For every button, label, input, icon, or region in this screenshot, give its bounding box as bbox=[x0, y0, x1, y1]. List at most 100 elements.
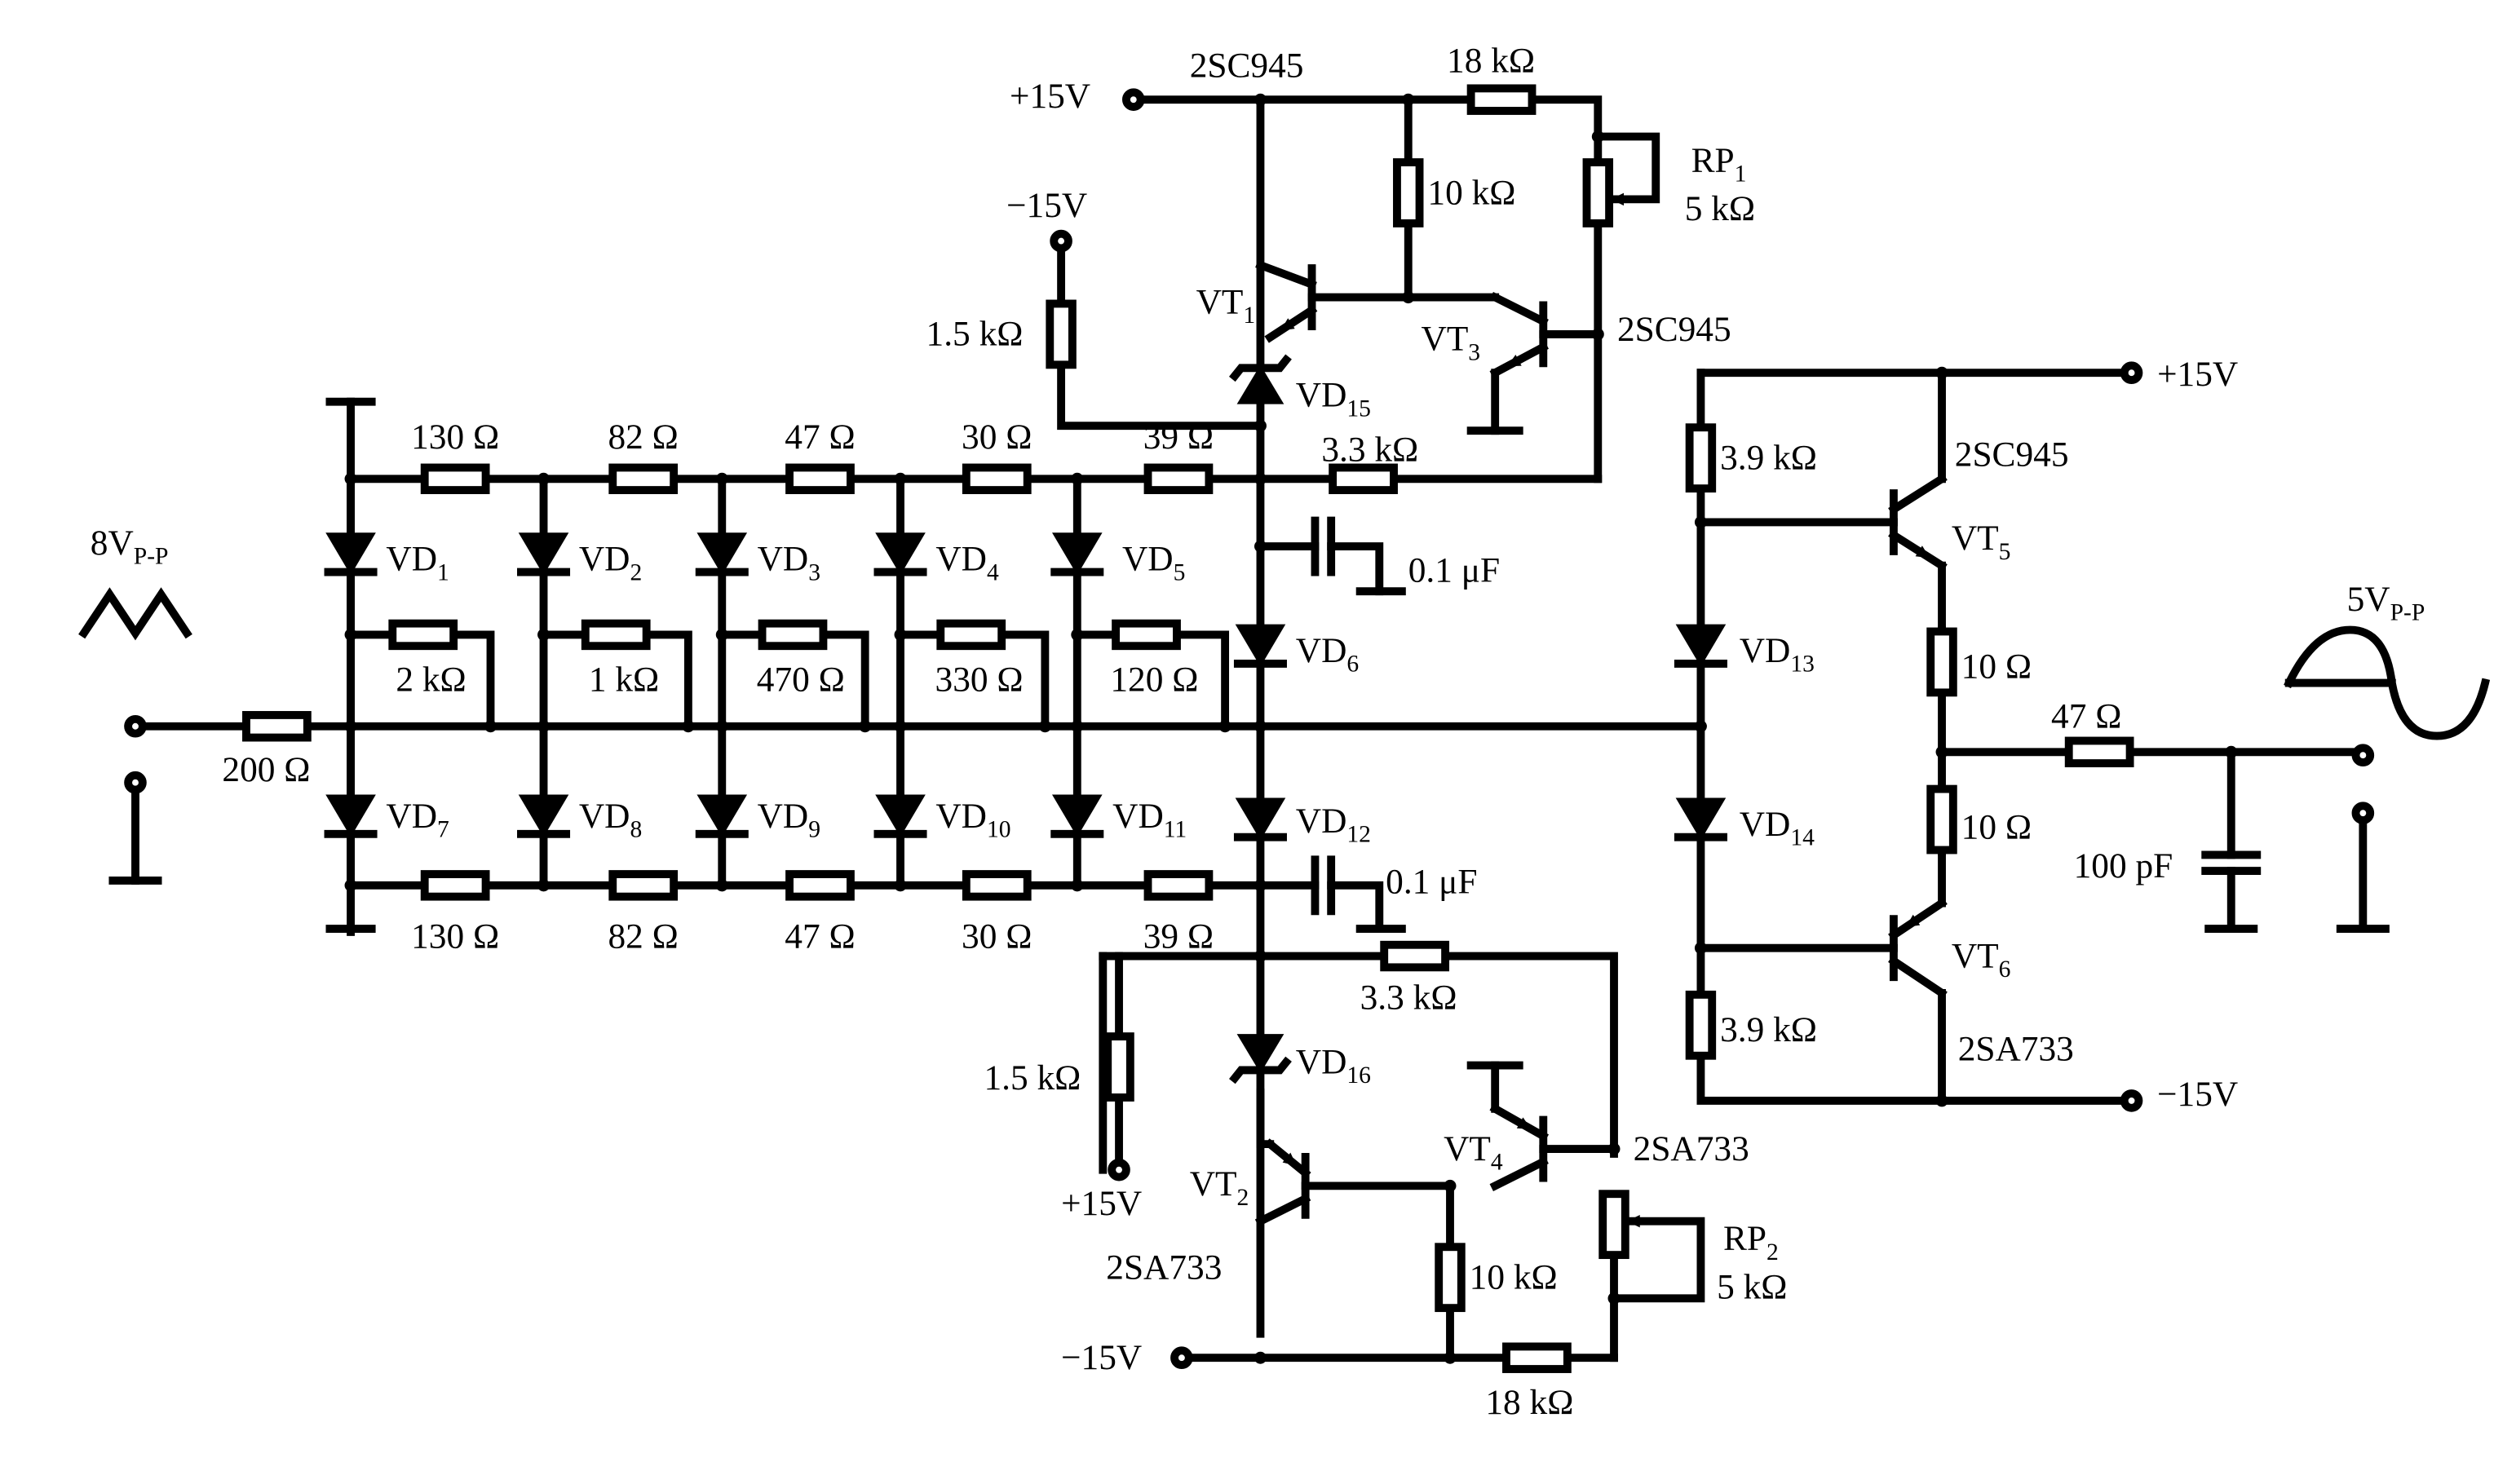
label-vt6: VT6 bbox=[1952, 936, 2011, 983]
label-input-amplitude-main: 8V bbox=[91, 523, 134, 563]
junction-dot bbox=[1071, 472, 1084, 485]
label-upper-r4: 30 Ω bbox=[962, 417, 1032, 457]
label-c2: 0.1 μF bbox=[1386, 863, 1477, 902]
label-rp1-value-main: 5 kΩ bbox=[1685, 189, 1755, 228]
label-rp1: RP1 bbox=[1691, 141, 1747, 188]
label-rin-main: 200 Ω bbox=[222, 750, 310, 789]
junction-dot bbox=[894, 628, 907, 641]
label-vd-upper-4: VD4 bbox=[935, 540, 999, 586]
label-vd-lower-5-sub: 11 bbox=[1164, 817, 1187, 843]
label-mid-r3: 470 Ω bbox=[757, 660, 845, 699]
input-terminal-top bbox=[124, 714, 147, 738]
top-bias-wire bbox=[1057, 236, 1265, 431]
label-rp2-value: 5 kΩ bbox=[1717, 1267, 1787, 1306]
resistor-out-re2 bbox=[1926, 784, 1957, 855]
sine-wave-icon bbox=[2284, 625, 2491, 740]
label-bot-pos15-main: +15V bbox=[1061, 1184, 1142, 1223]
label-bot-1k5-main: 1.5 kΩ bbox=[984, 1058, 1081, 1098]
label-top-3k3-main: 3.3 kΩ bbox=[1321, 431, 1418, 470]
label-mid-r2: 1 kΩ bbox=[589, 660, 659, 699]
label-top-pos15-main: +15V bbox=[1010, 77, 1090, 116]
label-vd-upper-1: VD1 bbox=[386, 540, 449, 586]
label-vd-lower-1-main: VD bbox=[386, 797, 437, 836]
junction-dot bbox=[1607, 1142, 1621, 1155]
label-top-10k: 10 kΩ bbox=[1427, 173, 1515, 212]
label-vt4-type-main: 2SA733 bbox=[1634, 1129, 1749, 1168]
label-vd12-main: VD bbox=[1296, 802, 1347, 841]
label-rin: 200 Ω bbox=[222, 750, 310, 789]
resistor-out-3k9-bot bbox=[1685, 990, 1717, 1060]
diode-lower-3 bbox=[696, 794, 748, 837]
resistor-mid-5 bbox=[1112, 619, 1181, 651]
junction-dot bbox=[1071, 879, 1084, 892]
label-vt6-main: VT bbox=[1952, 936, 1999, 975]
label-vd12-sub: 12 bbox=[1346, 822, 1371, 848]
junction-dot bbox=[1254, 93, 1267, 106]
label-upper-r2-main: 82 Ω bbox=[608, 417, 679, 457]
label-lower-r2-main: 82 Ω bbox=[608, 917, 679, 956]
label-output-amplitude: 5VP-P bbox=[2347, 580, 2425, 626]
diode-lower-1 bbox=[325, 794, 376, 837]
transistor-vt4-collector bbox=[1489, 1156, 1549, 1191]
label-vt2-type-main: 2SA733 bbox=[1106, 1248, 1222, 1287]
label-vt5-type-main: 2SC945 bbox=[1955, 435, 2069, 474]
diode-vd12 bbox=[1235, 797, 1286, 841]
label-top-neg15-main: −15V bbox=[1006, 186, 1087, 225]
label-vt5-main: VT bbox=[1952, 519, 1999, 558]
label-vt3-type-main: 2SC945 bbox=[1617, 310, 1731, 349]
label-upper-r2: 82 Ω bbox=[608, 417, 679, 457]
label-vd-lower-4-main: VD bbox=[935, 797, 987, 836]
label-bot-1k5: 1.5 kΩ bbox=[984, 1058, 1081, 1098]
arrowhead bbox=[1905, 914, 1921, 928]
resistor-bot-10k bbox=[1435, 1243, 1466, 1313]
label-vd-lower-2-main: VD bbox=[579, 797, 630, 836]
label-vd15-sub: 15 bbox=[1346, 395, 1371, 422]
label-vd-lower-5: VD11 bbox=[1112, 797, 1187, 843]
junction-dot bbox=[344, 628, 357, 641]
resistor-bot-18k bbox=[1502, 1342, 1572, 1373]
label-vd-upper-2: VD2 bbox=[579, 540, 642, 586]
label-vt1-sub: 1 bbox=[1243, 303, 1255, 329]
label-bot-neg15: −15V bbox=[1061, 1338, 1142, 1377]
label-vt2-main: VT bbox=[1190, 1164, 1237, 1204]
resistor-top-18k bbox=[1466, 84, 1537, 115]
label-lower-r4-main: 30 Ω bbox=[962, 917, 1032, 956]
label-rp1-sub: 1 bbox=[1735, 161, 1747, 188]
label-vd6-main: VD bbox=[1296, 631, 1347, 670]
label-top-1k5: 1.5 kΩ bbox=[926, 315, 1024, 354]
label-lower-r1-main: 130 Ω bbox=[411, 917, 499, 956]
label-vt3-main: VT bbox=[1422, 320, 1469, 359]
label-out-3k9-bot: 3.9 kΩ bbox=[1720, 1010, 1817, 1049]
label-lower-r4: 30 Ω bbox=[962, 917, 1032, 956]
label-vt4-main: VT bbox=[1444, 1129, 1491, 1168]
transistor-vt5-collector bbox=[1888, 473, 1948, 515]
label-upper-r5-main: 39 Ω bbox=[1143, 417, 1214, 457]
label-lower-r3-main: 47 Ω bbox=[785, 917, 855, 956]
label-c1-main: 0.1 μF bbox=[1408, 550, 1500, 590]
label-upper-r3-main: 47 Ω bbox=[785, 417, 855, 457]
label-vd-lower-3: VD9 bbox=[758, 797, 820, 843]
terminal-out-pos15 bbox=[2120, 361, 2143, 384]
resistor-mid-1 bbox=[388, 619, 458, 651]
rp1-wiper bbox=[1594, 132, 1660, 204]
label-vt2-sub: 2 bbox=[1237, 1185, 1249, 1211]
label-output-amplitude-main: 5V bbox=[2347, 580, 2390, 619]
label-rp2-value-main: 5 kΩ bbox=[1717, 1267, 1787, 1306]
label-rp2-main: RP bbox=[1723, 1219, 1767, 1258]
label-vd-upper-1-main: VD bbox=[386, 540, 437, 579]
label-vd-lower-2: VD8 bbox=[579, 797, 642, 843]
label-output-amplitude-sub: P-P bbox=[2390, 600, 2425, 626]
label-input-amplitude-sub: P-P bbox=[134, 544, 169, 570]
label-lower-r5: 39 Ω bbox=[1143, 917, 1214, 956]
output-terminal-bottom bbox=[2351, 802, 2375, 824]
label-vt2: VT2 bbox=[1190, 1164, 1249, 1211]
junction-dot bbox=[1444, 1351, 1457, 1364]
junction-dot bbox=[344, 879, 357, 892]
label-top-1k5-main: 1.5 kΩ bbox=[926, 315, 1024, 354]
label-vd16: VD16 bbox=[1296, 1042, 1371, 1089]
label-out-47-main: 47 Ω bbox=[2051, 697, 2121, 736]
label-out-re2-main: 10 Ω bbox=[1961, 808, 2032, 847]
label-vd-upper-5-sub: 5 bbox=[1174, 559, 1186, 585]
